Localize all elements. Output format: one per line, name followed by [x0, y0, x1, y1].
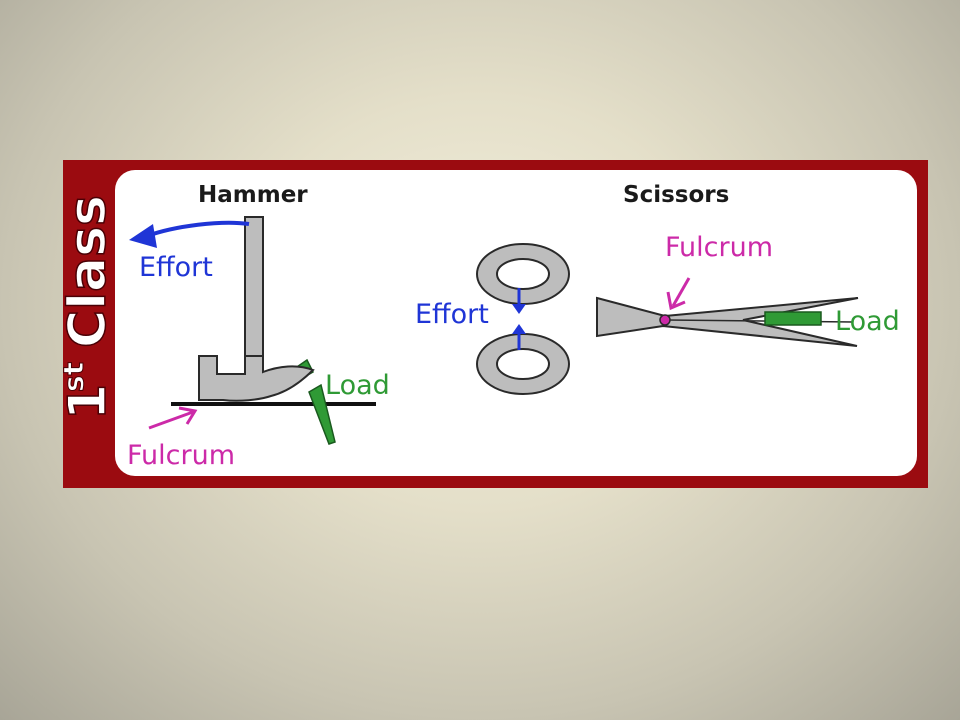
hammer-title: Hammer: [198, 182, 308, 208]
lever-diagram: 1 st Class Hammer Effort Load Fulcrum Sc…: [63, 170, 917, 476]
side-label-1st-class: 1 st Class: [63, 194, 119, 420]
scissors-lower-ring-hole: [496, 348, 550, 380]
hammer-effort-label: Effort: [139, 252, 213, 283]
lever-diagram-panel: 1 st Class Hammer Effort Load Fulcrum Sc…: [63, 160, 928, 488]
hammer-effort-arrowhead: [129, 224, 157, 248]
scissors-effort-arrowhead-up: [512, 324, 526, 334]
scissors-blades: [596, 296, 859, 347]
scissors-load-label: Load: [835, 306, 900, 337]
side-label-number: 1: [63, 384, 118, 420]
scissors-fulcrum-arrow: [671, 277, 691, 307]
hammer-fulcrum-arrowhead: [178, 406, 198, 425]
scissors-effort-label: Effort: [415, 299, 489, 330]
scissors-fulcrum-label: Fulcrum: [665, 232, 773, 263]
hammer-fulcrum-label: Fulcrum: [127, 440, 235, 471]
hammer-effort-arrow: [146, 220, 250, 238]
scissors-load-block: [764, 311, 822, 326]
hammer-nail: [308, 383, 336, 445]
side-label-word: Class: [63, 195, 118, 348]
hammer-head: [198, 355, 315, 402]
scissors-effort-arrowhead-down: [512, 304, 526, 314]
scissors-fulcrum-arrowhead: [666, 291, 686, 311]
hammer-load-label: Load: [325, 370, 390, 401]
scissors-blade-edge: [666, 319, 854, 323]
scissors-pivot: [659, 314, 671, 326]
side-label-suffix: st: [63, 362, 90, 392]
hammer-fulcrum-arrow: [148, 410, 194, 430]
scissors-upper-ring-hole: [496, 258, 550, 290]
scissors-title: Scissors: [623, 182, 729, 208]
